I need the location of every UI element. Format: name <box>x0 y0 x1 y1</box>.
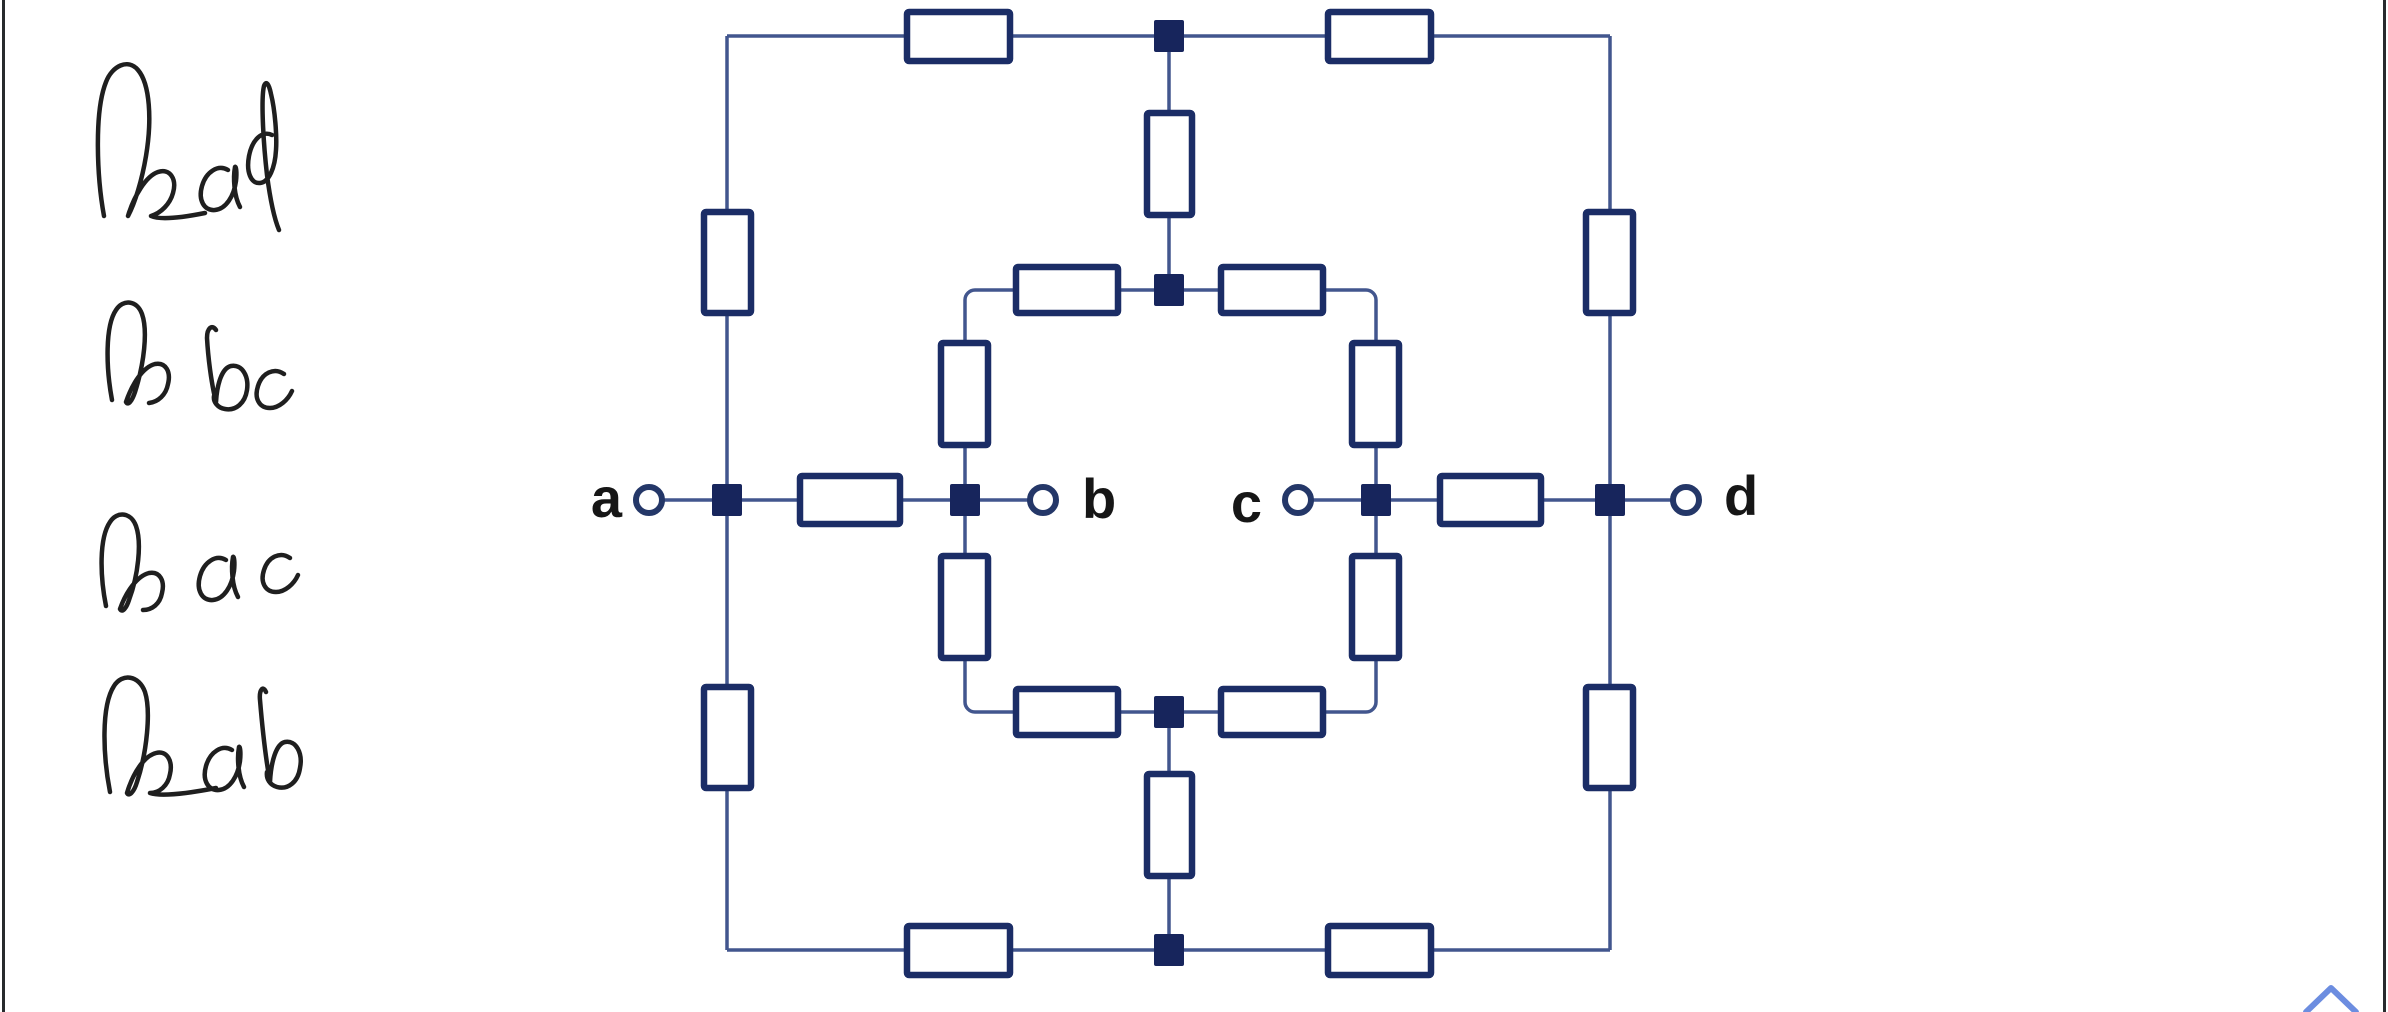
resistor-outer-bottom-left <box>903 922 1014 979</box>
junction-outer-top <box>1154 20 1184 52</box>
junction-node-b <box>950 484 980 516</box>
junction-node-d <box>1595 484 1625 516</box>
handwriting-stroke <box>196 554 241 603</box>
junction-inner-bottom <box>1154 696 1184 728</box>
resistor-outer-top-right <box>1324 8 1435 65</box>
junction-outer-bottom <box>1154 934 1184 966</box>
resistor-bridge-bottom <box>1143 770 1196 880</box>
resistor-bridge-top <box>1143 109 1196 219</box>
window-border-left <box>2 0 5 1012</box>
terminal-d-circle <box>1670 484 1702 516</box>
terminal-b-circle <box>1027 484 1059 516</box>
handwriting-stroke <box>257 686 303 790</box>
handwritten-note-r-ad <box>95 62 282 233</box>
terminal-a-label: a <box>591 466 623 529</box>
resistor-inner-right-lower <box>1348 552 1403 662</box>
resistor-inner-top-left <box>1012 263 1122 317</box>
handwriting-stroke <box>105 300 172 406</box>
terminal-a-circle <box>633 484 665 516</box>
handwriting-stroke <box>198 164 243 213</box>
resistor-outer-left-upper <box>700 208 755 317</box>
resistor-inner-bottom-right <box>1217 685 1327 739</box>
handwriting-stroke <box>260 552 301 595</box>
resistor-bridge-right <box>1436 472 1545 528</box>
terminal-c-label: c <box>1231 471 1262 534</box>
terminal-b-label: b <box>1082 467 1116 530</box>
window-border-right <box>2383 0 2386 1012</box>
handwriting-stroke <box>204 325 250 412</box>
resistor-outer-top-left <box>903 8 1014 65</box>
resistor-outer-bottom-right <box>1324 922 1435 979</box>
resistor-inner-bottom-left <box>1012 685 1122 739</box>
handwriting-stroke <box>95 62 208 221</box>
junction-node-c <box>1361 484 1391 516</box>
resistor-inner-top-right <box>1217 263 1327 317</box>
handwriting-stroke <box>102 675 219 797</box>
handwritten-note-r-ac <box>99 512 301 613</box>
handwriting-stroke <box>245 81 282 233</box>
resistor-outer-right-lower <box>1582 683 1637 792</box>
junction-node-a <box>712 484 742 516</box>
junction-inner-top <box>1154 274 1184 306</box>
chevron-up-icon[interactable] <box>2303 985 2359 1012</box>
resistor-outer-left-lower <box>700 683 755 792</box>
resistor-inner-left-lower <box>937 552 992 662</box>
handwritten-note-r-ab <box>102 675 303 797</box>
resistor-inner-left-upper <box>937 339 992 449</box>
terminal-c-circle <box>1282 484 1314 516</box>
handwriting-stroke <box>254 368 295 411</box>
handwritten-note-r-bc <box>105 300 295 412</box>
handwriting-stroke <box>202 744 247 793</box>
handwriting-stroke <box>99 512 166 613</box>
resistor-inner-right-upper <box>1348 339 1403 449</box>
resistor-outer-right-upper <box>1582 208 1637 317</box>
resistor-bridge-left <box>796 472 904 528</box>
terminal-d-label: d <box>1724 464 1758 527</box>
